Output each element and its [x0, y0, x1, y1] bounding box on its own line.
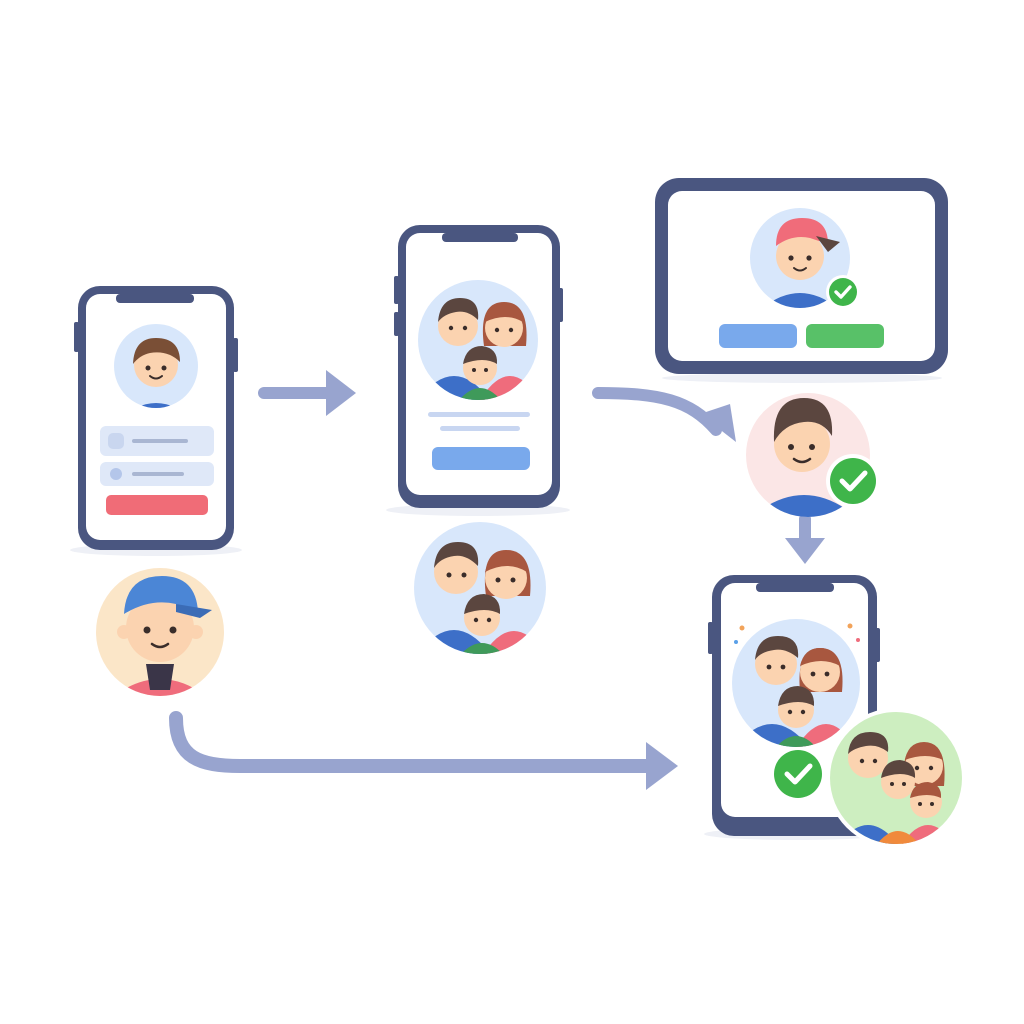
parent-avatar: [96, 568, 224, 696]
child-verified-avatar: [746, 393, 880, 517]
extended-family-avatar: [826, 708, 966, 848]
arrow-down-icon: [785, 538, 825, 564]
connector-parent-to-family-phone: [169, 711, 678, 790]
continue-button[interactable]: [432, 447, 530, 470]
family-avatar: [418, 280, 538, 400]
approve-button[interactable]: [806, 324, 884, 348]
arrow-right-icon: [326, 370, 356, 416]
connector-family-to-verified: [592, 387, 736, 442]
avatar: [750, 208, 860, 309]
submit-button[interactable]: [106, 495, 208, 515]
connector-child-to-family-phone: [785, 513, 825, 564]
phone-login: [70, 286, 242, 556]
arrow-down-right-icon: [700, 404, 736, 442]
arrow-right-icon: [646, 742, 678, 790]
family-avatar: [414, 522, 546, 654]
connector-login-to-family: [258, 370, 356, 416]
confetti: [734, 623, 860, 684]
check-circle-icon: [826, 275, 860, 309]
tablet-verified: [655, 178, 948, 383]
phone-family-profile: [386, 225, 570, 516]
check-circle-icon: [826, 454, 880, 508]
deny-button[interactable]: [719, 324, 797, 348]
check-circle-icon: [774, 750, 822, 798]
family-avatar: [732, 619, 860, 747]
